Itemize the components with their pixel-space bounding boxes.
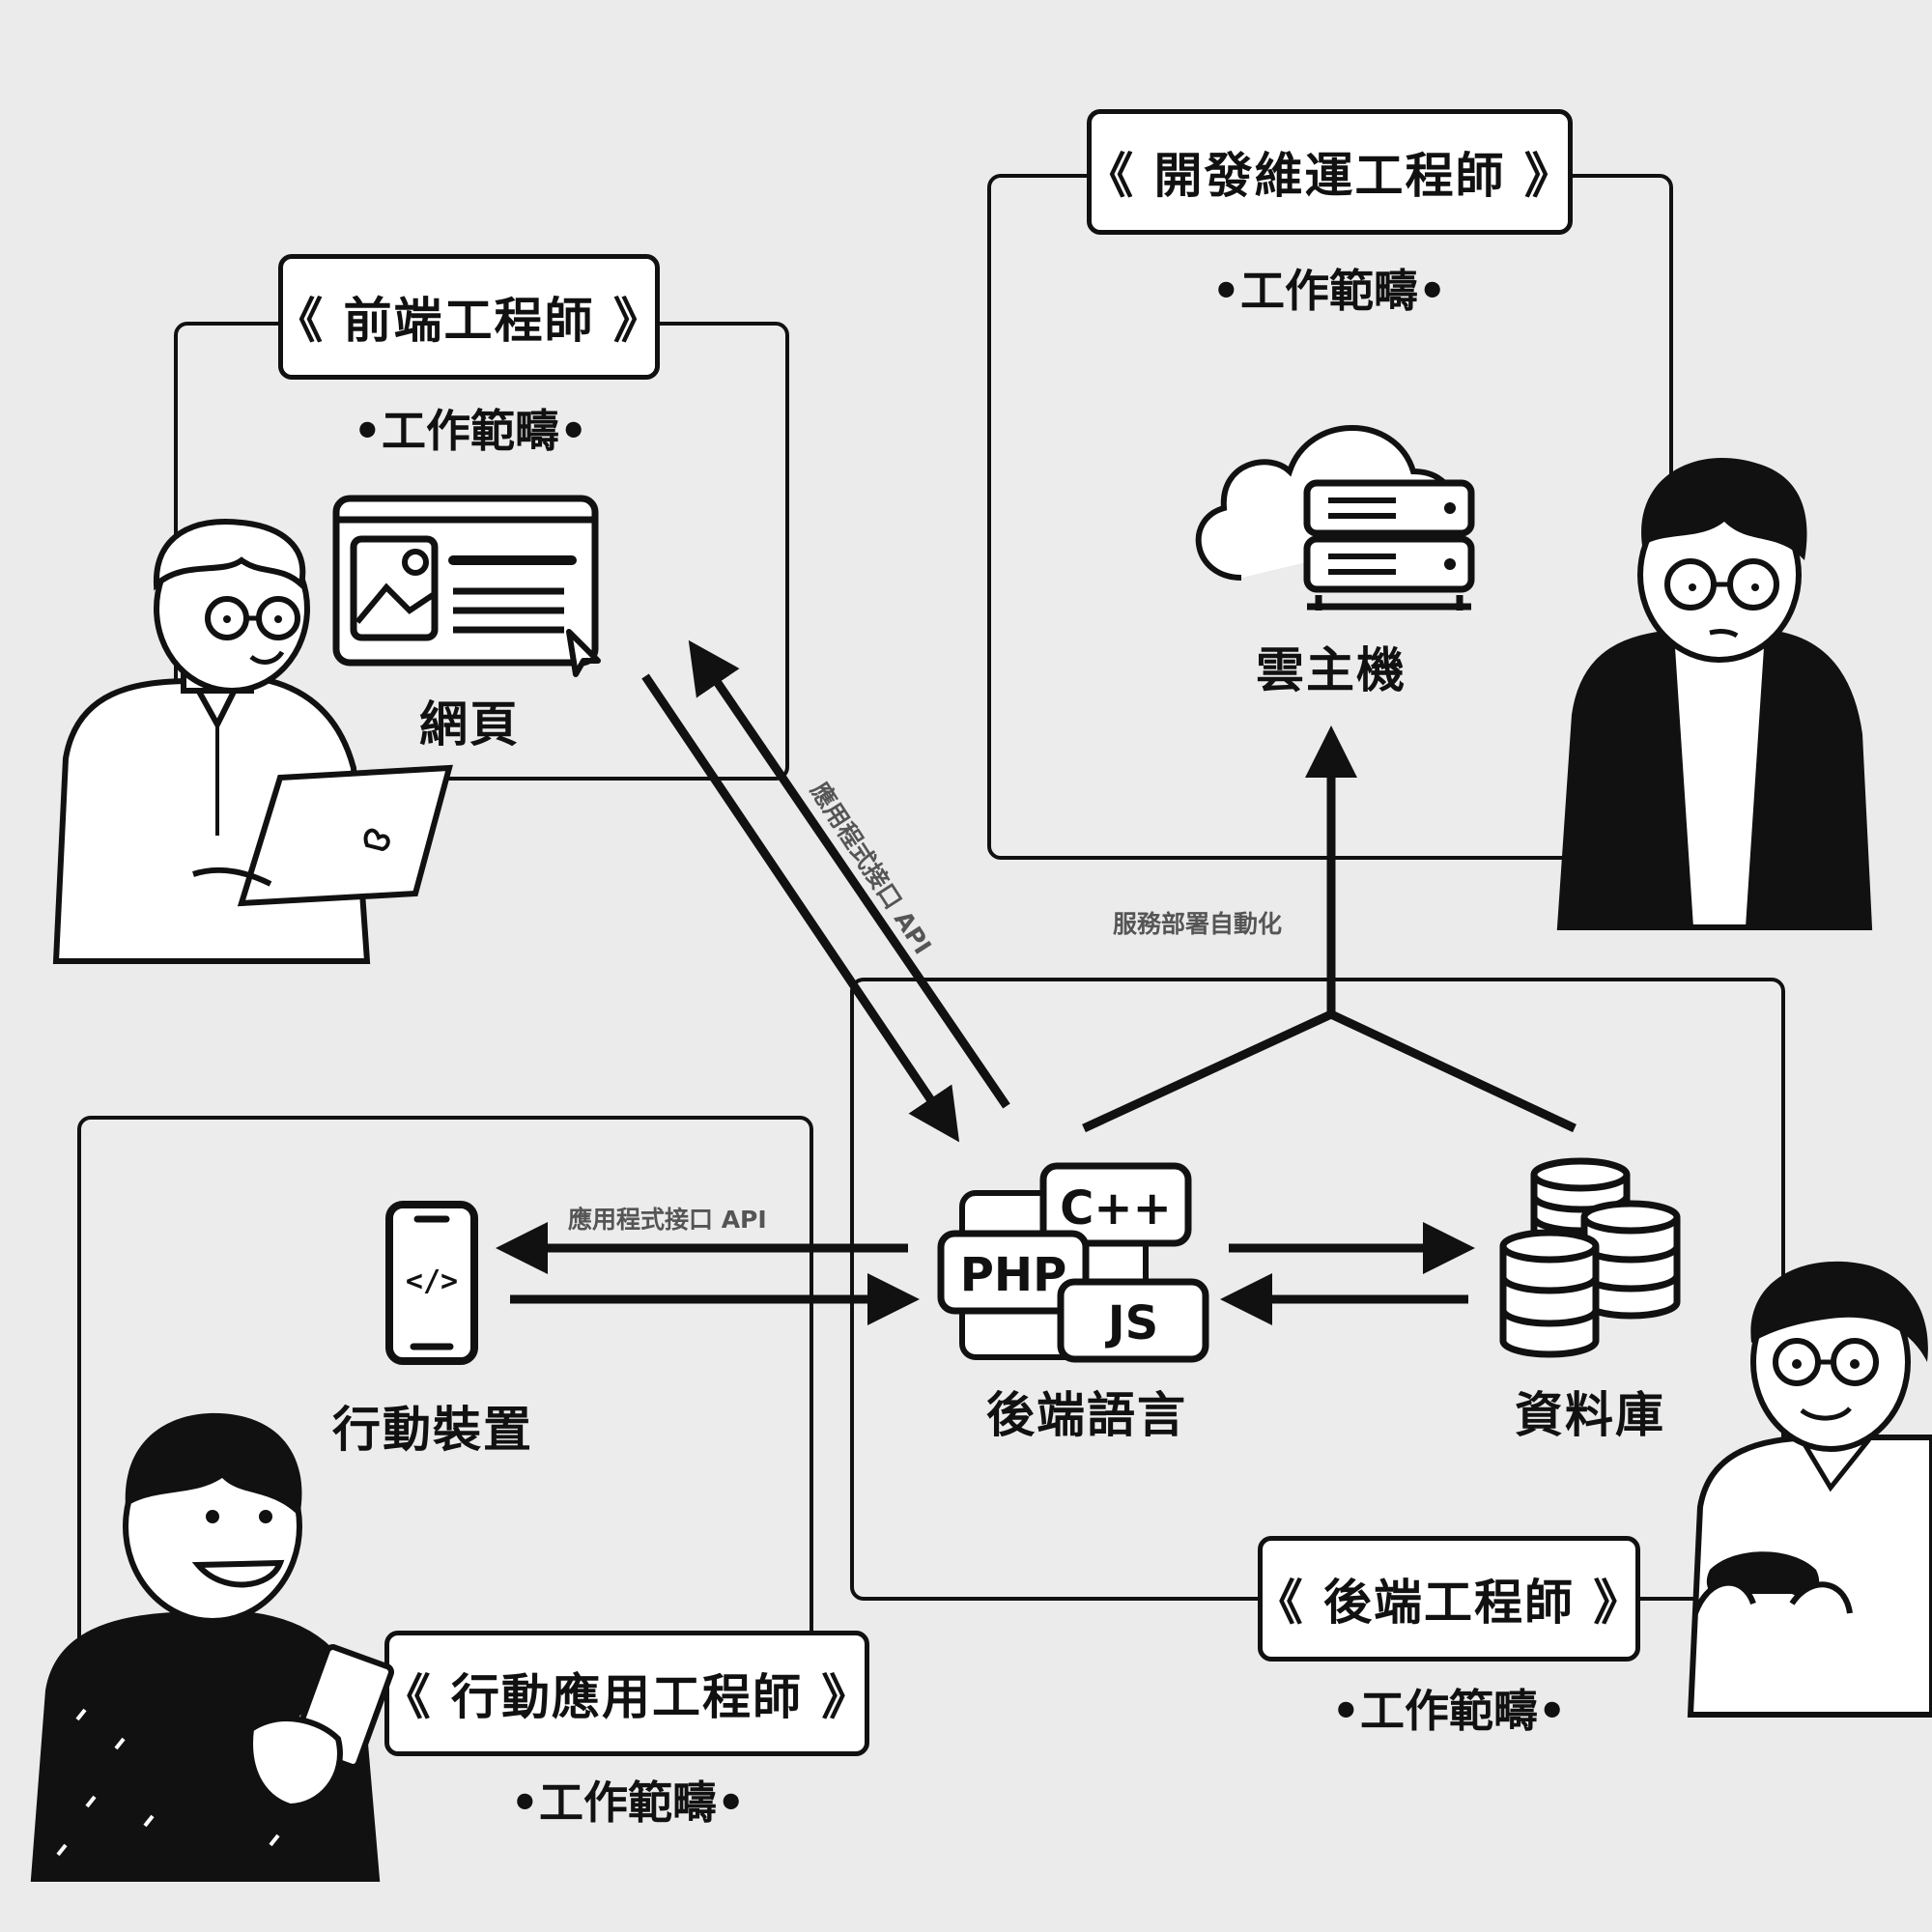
- backend-title: 《 後端工程師 》: [1255, 1536, 1641, 1662]
- lang-php: PHP: [960, 1248, 1067, 1302]
- mobile-title: 《 行動應用工程師 》: [383, 1631, 869, 1756]
- mobile-device-label: 行動裝置: [332, 1402, 533, 1458]
- backend-language-label: 後端語言: [986, 1387, 1187, 1443]
- lang-js: JS: [1105, 1296, 1158, 1350]
- arrow-backend-to-web: [688, 639, 1010, 1109]
- deploy-connector: [1082, 1009, 1577, 1133]
- devops-scope-text: •工作範疇•: [1211, 265, 1447, 317]
- arrow-web-to-backend: [641, 673, 960, 1143]
- backend-languages-icon: C++ PHP JS: [937, 1162, 1209, 1363]
- frontend-engineer-illustration: [52, 519, 453, 964]
- webpage-label: 網頁: [419, 696, 520, 753]
- mobile-device-icon: </>: [385, 1201, 478, 1365]
- webpage-icon: [332, 495, 601, 677]
- cloud-server-label: 雲主機: [1256, 642, 1406, 698]
- mobile-scope-text: •工作範疇•: [510, 1776, 746, 1829]
- backend-scope-text: •工作範疇•: [1331, 1685, 1567, 1737]
- backend-engineer-illustration: [1687, 1261, 1932, 1718]
- mobile-engineer-illustration: [30, 1412, 395, 1882]
- deploy-label: 服務部署自動化: [1113, 910, 1283, 938]
- mobile-api-label: 應用程式接口 API: [568, 1206, 767, 1234]
- database-icon: [1499, 1157, 1681, 1358]
- frontend-title: 《 前端工程師 》: [274, 254, 662, 380]
- devops-title: 《 開發維運工程師 》: [1085, 109, 1573, 235]
- frontend-scope-text: •工作範疇•: [353, 405, 588, 457]
- database-label: 資料庫: [1515, 1387, 1665, 1443]
- lang-cpp: C++: [1060, 1181, 1172, 1236]
- cloud-server-icon: [1195, 425, 1475, 611]
- devops-engineer-illustration: [1556, 457, 1873, 930]
- svg-text:</>: </>: [406, 1264, 458, 1298]
